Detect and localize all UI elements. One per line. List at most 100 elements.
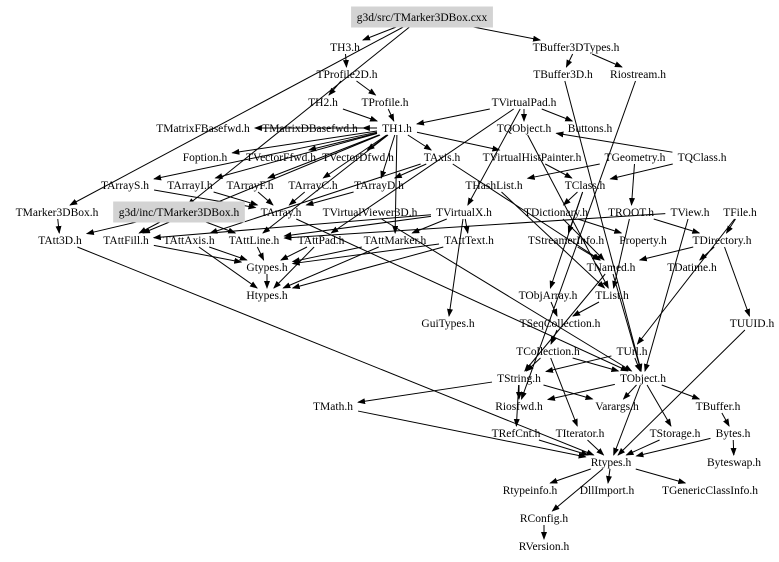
node-tnamed[interactable]: TNamed.h <box>581 257 640 277</box>
node-buttons[interactable]: Buttons.h <box>563 118 618 138</box>
node-tstorage[interactable]: TStorage.h <box>644 423 705 443</box>
node-tvectordfwd[interactable]: TVectorDfwd.h <box>317 147 399 167</box>
node-tarray[interactable]: TArray.h <box>255 202 306 222</box>
node-property[interactable]: Property.h <box>614 230 672 250</box>
edge-rtypes-to-tgenericclassinfo <box>635 468 687 484</box>
node-cxx[interactable]: g3d/src/TMarker3DBox.cxx <box>351 6 493 28</box>
node-inc[interactable]: g3d/inc/TMarker3DBox.h <box>113 201 245 223</box>
node-label: TObject.h <box>620 373 666 385</box>
node-label: TDirectory.h <box>693 235 752 247</box>
node-tgeometry[interactable]: TGeometry.h <box>599 147 670 167</box>
node-tprofile[interactable]: TProfile.h <box>356 92 413 112</box>
node-label: TStorage.h <box>650 428 701 440</box>
node-label: TQClass.h <box>678 152 727 164</box>
node-th3[interactable]: TH3.h <box>325 37 365 57</box>
node-tatt3d[interactable]: TAtt3D.h <box>33 230 87 250</box>
node-tvirtualx[interactable]: TVirtualX.h <box>431 202 497 222</box>
edge-tmarker3dboxh-to-tatt3d <box>55 218 62 234</box>
node-tbuffer[interactable]: TBuffer.h <box>690 396 745 416</box>
edge-tobject-to-tstorage <box>646 384 672 427</box>
node-tstring[interactable]: TString.h <box>492 368 546 388</box>
node-tprofile2d[interactable]: TProfile2D.h <box>311 64 382 84</box>
node-taxis[interactable]: TAxis.h <box>419 147 466 167</box>
node-label: TH2.h <box>308 97 338 109</box>
edge-tobject-to-riosfwd <box>546 383 615 401</box>
node-tfile[interactable]: TFile.h <box>718 202 762 222</box>
node-tarrayi[interactable]: TArrayI.h <box>162 175 218 195</box>
edge-tatttext-to-htypes <box>291 246 444 290</box>
node-tqobject[interactable]: TQObject.h <box>492 118 557 138</box>
node-tseqcollection[interactable]: TSeqCollection.h <box>514 313 605 333</box>
node-rversion[interactable]: RVersion.h <box>514 536 575 556</box>
edge-rtypes-to-rtypeinfo <box>549 468 591 484</box>
node-tmatrixfbasefwd[interactable]: TMatrixFBasefwd.h <box>151 118 255 138</box>
node-tuuid[interactable]: TUUID.h <box>725 313 779 333</box>
node-gtypes[interactable]: Gtypes.h <box>241 257 292 277</box>
node-th2[interactable]: TH2.h <box>303 92 343 112</box>
node-tarrays[interactable]: TArrayS.h <box>96 175 154 195</box>
node-tvirtualhistpainter[interactable]: TVirtualHistPainter.h <box>478 147 587 167</box>
node-label: TStreamerInfo.h <box>528 235 605 247</box>
node-bytes[interactable]: Bytes.h <box>710 423 755 443</box>
edge-thashlist-to-tlist <box>501 191 606 289</box>
node-tview[interactable]: TView.h <box>665 202 714 222</box>
node-th1[interactable]: TH1.h <box>377 118 417 138</box>
node-tmarker3dboxh[interactable]: TMarker3DBox.h <box>11 202 104 222</box>
node-tdatime[interactable]: TDatime.h <box>662 257 722 277</box>
node-label: Property.h <box>619 235 667 247</box>
node-label: TROOT.h <box>608 207 654 219</box>
node-tarrayf[interactable]: TArrayF.h <box>221 175 278 195</box>
node-rtypes[interactable]: Rtypes.h <box>586 452 637 472</box>
node-riosfwd[interactable]: Riosfwd.h <box>490 396 548 416</box>
node-tqclass[interactable]: TQClass.h <box>672 147 731 167</box>
node-byteswap[interactable]: Byteswap.h <box>702 452 766 472</box>
node-turl[interactable]: TUrl.h <box>611 341 652 361</box>
node-tmatrixdbasefwd[interactable]: TMatrixDBasefwd.h <box>257 118 363 138</box>
edge-th2-to-th1 <box>342 108 379 122</box>
node-label: TAttMarker.h <box>364 235 427 247</box>
node-tstreamerinfo[interactable]: TStreamerInfo.h <box>523 230 610 250</box>
node-guitypes[interactable]: GuiTypes.h <box>416 313 479 333</box>
node-tobject[interactable]: TObject.h <box>615 368 671 388</box>
node-dllimport[interactable]: DllImport.h <box>575 480 640 500</box>
node-tattmarker[interactable]: TAttMarker.h <box>359 230 432 250</box>
node-tvirtualviewer3d[interactable]: TVirtualViewer3D.h <box>318 202 423 222</box>
node-varargs[interactable]: Varargs.h <box>590 396 644 416</box>
edge-tarrayf-to-tarray <box>257 191 274 206</box>
node-tattpad[interactable]: TAttPad.h <box>293 230 350 250</box>
node-tattaxis[interactable]: TAttAxis.h <box>158 230 219 250</box>
node-tarrayd[interactable]: TArrayD.h <box>349 175 409 195</box>
node-tatttext[interactable]: TAttText.h <box>439 230 499 250</box>
node-tclass[interactable]: TClass.h <box>560 175 611 195</box>
node-label: TAtt3D.h <box>38 235 82 247</box>
node-tcollection[interactable]: TCollection.h <box>511 341 585 361</box>
node-tbuffer3dtypes[interactable]: TBuffer3DTypes.h <box>527 37 624 57</box>
edge-tatt3d-to-rtypes <box>77 246 595 456</box>
node-trefcnt[interactable]: TRefCnt.h <box>486 423 545 443</box>
node-troot[interactable]: TROOT.h <box>603 202 659 222</box>
node-tdirectory[interactable]: TDirectory.h <box>687 230 756 250</box>
node-rtypeinfo[interactable]: Rtypeinfo.h <box>498 480 563 500</box>
node-tarrayc[interactable]: TArrayC.h <box>283 175 342 195</box>
node-tmath[interactable]: TMath.h <box>308 396 358 416</box>
node-riostream[interactable]: Riostream.h <box>605 64 671 84</box>
node-rconfig[interactable]: RConfig.h <box>515 508 573 528</box>
edge-tstorage-to-rtypes <box>625 439 660 456</box>
edge-tstring-to-varargs <box>543 384 594 400</box>
node-tdictionary[interactable]: TDictionary.h <box>519 202 593 222</box>
node-foption[interactable]: Foption.h <box>178 147 233 167</box>
node-tvirtualpad[interactable]: TVirtualPad.h <box>486 92 561 112</box>
node-htypes[interactable]: Htypes.h <box>241 285 292 305</box>
node-label: TAttAxis.h <box>163 235 214 247</box>
node-tbuffer3d[interactable]: TBuffer3D.h <box>528 64 598 84</box>
node-tlist[interactable]: TList.h <box>590 285 634 305</box>
node-tvectorffwd[interactable]: TVectorFfwd.h <box>241 147 321 167</box>
node-tgenericclassinfo[interactable]: TGenericClassInfo.h <box>657 480 763 500</box>
node-tobjarray[interactable]: TObjArray.h <box>513 285 582 305</box>
edge-tvirtualx-to-tattline <box>283 215 432 238</box>
node-tattfill[interactable]: TAttFill.h <box>98 230 154 250</box>
node-titerator[interactable]: TIterator.h <box>550 423 609 443</box>
edge-tclass-to-tdictionary <box>562 191 578 206</box>
node-tattline[interactable]: TAttLine.h <box>224 230 285 250</box>
node-thashlist[interactable]: THashList.h <box>460 175 527 195</box>
